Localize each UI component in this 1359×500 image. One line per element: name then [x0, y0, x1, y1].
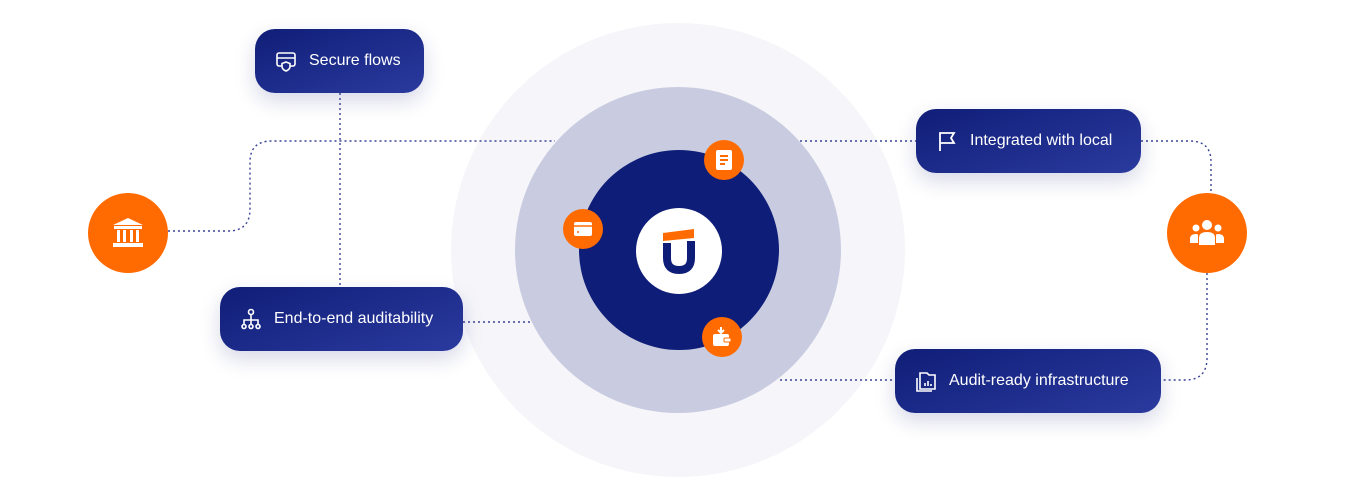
logo-circle: [636, 208, 722, 294]
bank-node: [88, 193, 168, 273]
feature-label: Audit-ready infrastructure: [949, 372, 1129, 389]
hierarchy-icon: [241, 308, 261, 330]
feature-integrated-with-local: Integrated with local: [916, 109, 1141, 173]
document-icon: [704, 140, 744, 180]
connector-users-bottom: [1161, 273, 1208, 381]
feature-label: End-to-end auditability: [274, 310, 434, 327]
card-icon: [563, 209, 603, 249]
feature-audit-ready-infrastructure: Audit-ready infrastructure: [895, 349, 1161, 413]
feature-end-to-end-auditability: End-to-end auditability: [220, 287, 463, 351]
feature-label: Integrated with local: [970, 132, 1113, 149]
feature-label: Secure flows: [309, 52, 401, 69]
logo-mark: [663, 229, 695, 275]
feature-secure-flows: Secure flows: [255, 29, 424, 93]
report-folder-icon: [916, 372, 936, 392]
users-icon: [1190, 220, 1224, 245]
connector-users-top: [1141, 140, 1212, 193]
connector-lines: [168, 93, 1212, 381]
users-node: [1167, 193, 1247, 273]
wallet-download-icon: [702, 317, 742, 357]
flag-icon: [939, 132, 956, 151]
bank-icon: [113, 218, 143, 247]
secure-card-shield-icon: [276, 52, 296, 72]
